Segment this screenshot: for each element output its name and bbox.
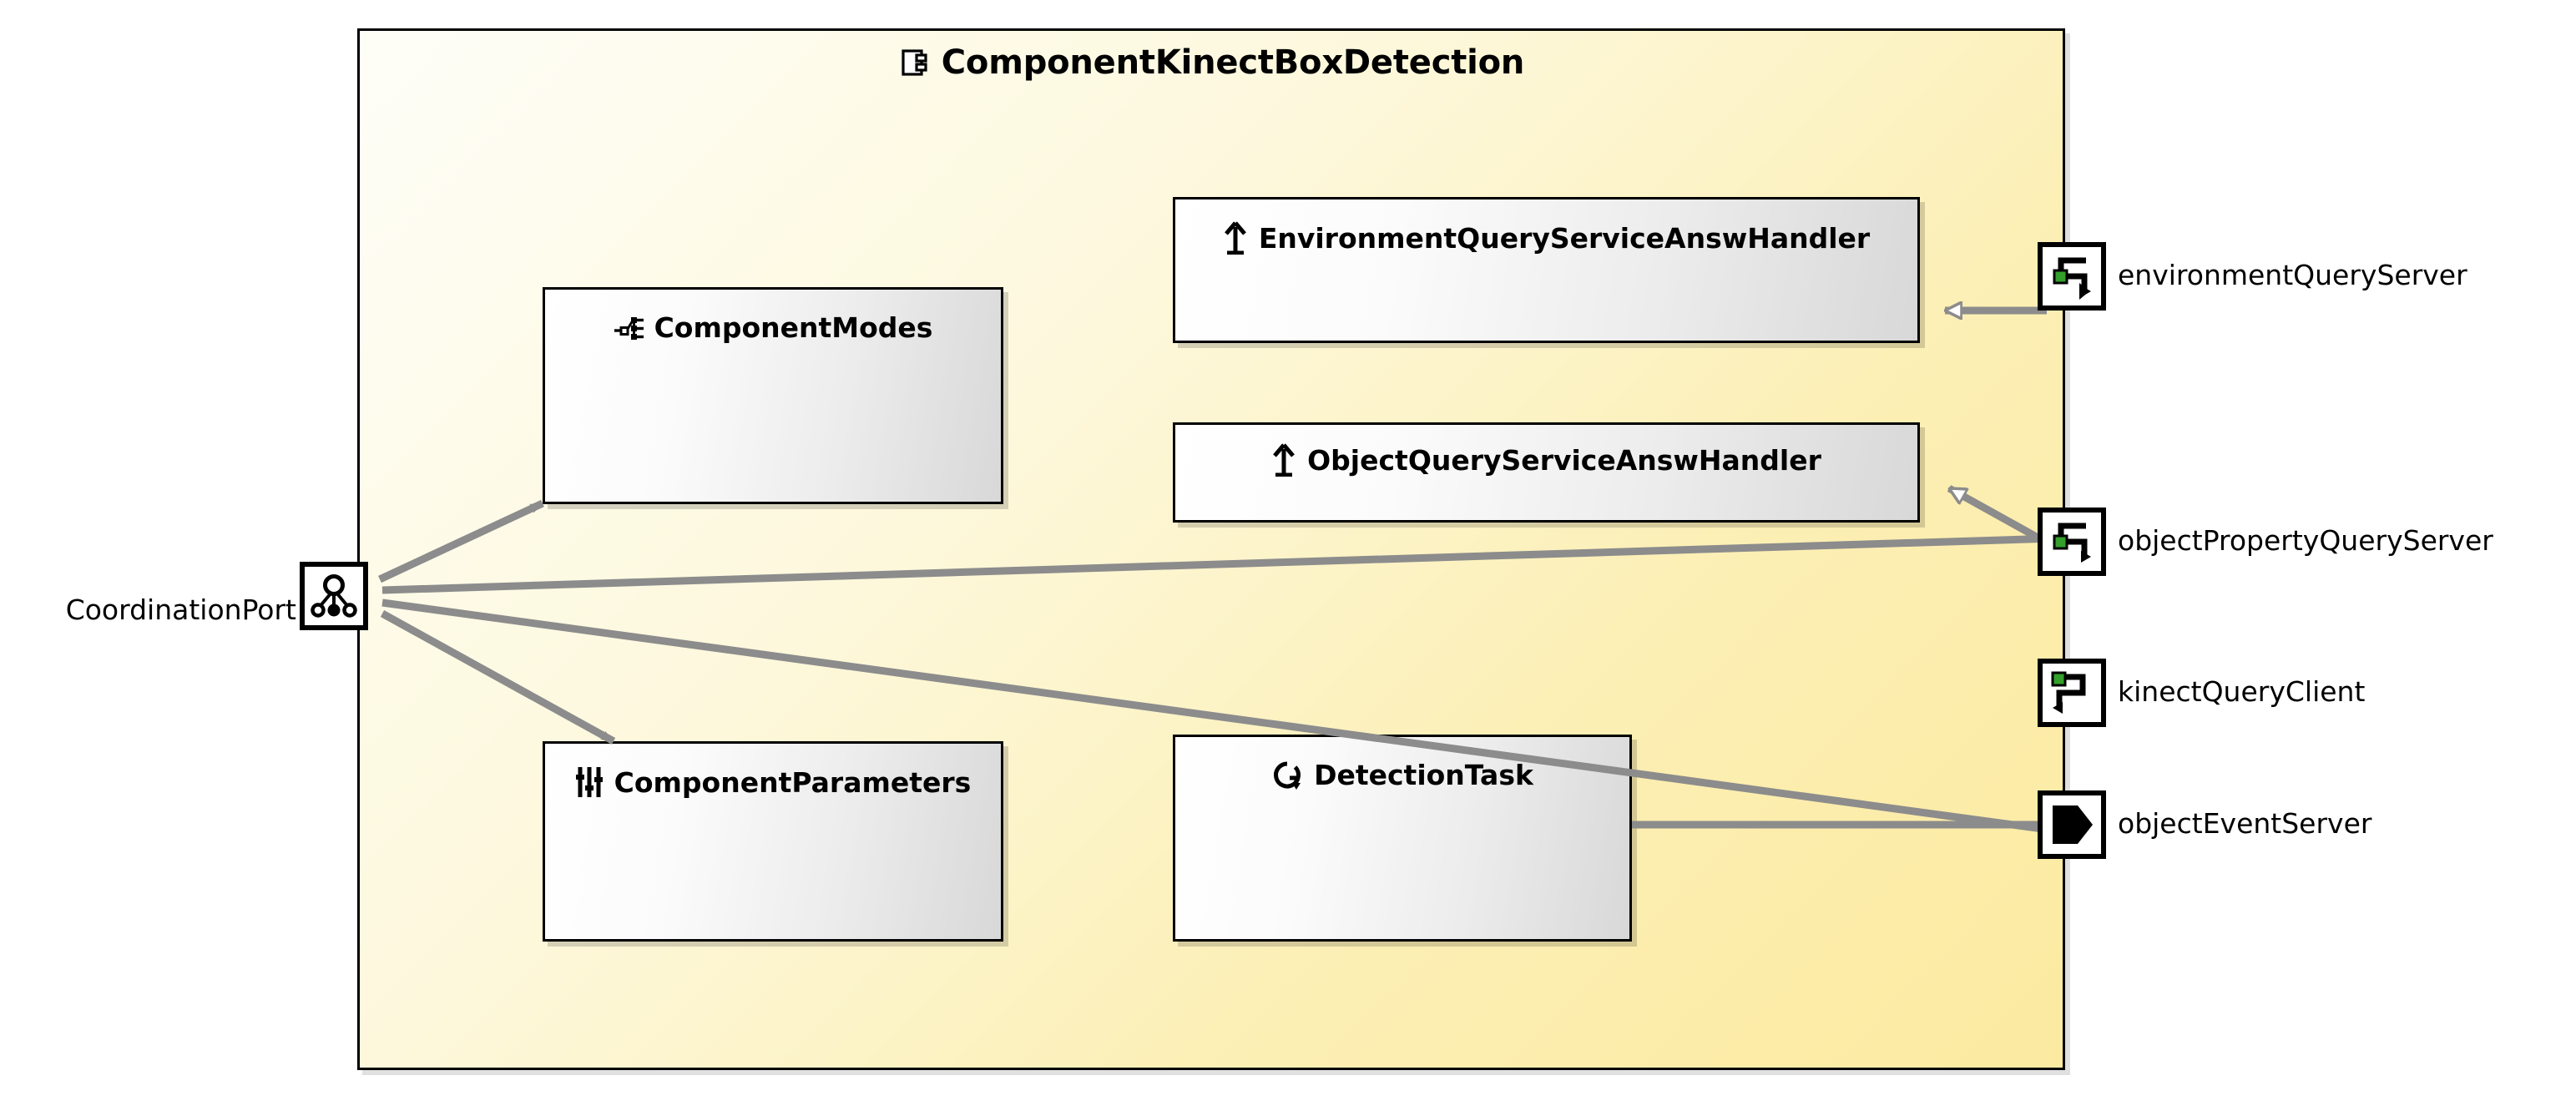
port-object-event-server-text: objectEventServer: [2118, 807, 2372, 840]
component-icon: [898, 47, 930, 78]
up-arrow-icon: [1223, 221, 1248, 255]
port-object-property-query-server-text: objectPropertyQueryServer: [2118, 524, 2493, 557]
task-loop-icon: [1271, 760, 1303, 791]
event-server-port-icon: [2048, 800, 2096, 849]
box-detection-task[interactable]: DetectionTask: [1173, 735, 1632, 942]
box-env-query-handler[interactable]: EnvironmentQueryServiceAnswHandler: [1173, 197, 1920, 343]
coordination-port[interactable]: [300, 562, 368, 630]
box-env-query-handler-text: EnvironmentQueryServiceAnswHandler: [1258, 221, 1871, 255]
port-object-event-server-label: objectEventServer: [2118, 807, 2371, 840]
port-environment-query-server[interactable]: [2038, 242, 2106, 311]
box-component-modes[interactable]: ComponentModes: [543, 287, 1003, 504]
box-env-query-handler-label: EnvironmentQueryServiceAnswHandler: [1175, 221, 1917, 255]
box-obj-query-handler-text: ObjectQueryServiceAnswHandler: [1307, 443, 1821, 477]
box-obj-query-handler[interactable]: ObjectQueryServiceAnswHandler: [1173, 422, 1920, 523]
port-kinect-query-client[interactable]: [2038, 659, 2106, 727]
connector-coordinationport-objecteventserver: [381, 598, 2056, 835]
coordination-port-label-text: CoordinationPort: [65, 593, 296, 626]
query-server-port-icon: [2048, 252, 2096, 300]
box-obj-query-handler-label: ObjectQueryServiceAnswHandler: [1175, 443, 1917, 477]
port-kinect-query-client-label: kinectQueryClient: [2118, 675, 2365, 708]
sliders-icon: [575, 765, 604, 799]
port-environment-query-server-label: environmentQueryServer: [2118, 259, 2467, 291]
port-kinect-query-client-text: kinectQueryClient: [2118, 675, 2366, 708]
box-component-parameters-text: ComponentParameters: [614, 765, 972, 799]
query-client-port-icon: [2048, 669, 2096, 717]
port-environment-query-server-text: environmentQueryServer: [2118, 259, 2467, 291]
box-component-parameters[interactable]: ComponentParameters: [543, 741, 1003, 942]
modes-icon: [614, 315, 644, 341]
box-component-modes-label: ComponentModes: [545, 311, 1001, 344]
page-title-text: ComponentKinectBoxDetection: [941, 43, 1525, 82]
port-object-property-query-server[interactable]: [2038, 508, 2106, 576]
connector-coordinationport-objectpropertyqueryserver: [381, 533, 2056, 594]
page-title: ComponentKinectBoxDetection: [357, 43, 2065, 82]
connector-objqueryhandler-objectpropertyqueryserver: [1949, 485, 2049, 546]
connector-coordinationport-componentparameters: [380, 610, 616, 745]
port-object-event-server[interactable]: [2038, 790, 2106, 859]
box-detection-task-text: DetectionTask: [1314, 759, 1533, 791]
connector-coordinationport-componentmodes: [378, 499, 544, 583]
query-server-port-icon: [2048, 518, 2096, 566]
coordination-port-label: CoordinationPort: [8, 593, 296, 626]
port-object-property-query-server-label: objectPropertyQueryServer: [2118, 524, 2493, 557]
up-arrow-icon: [1271, 443, 1296, 477]
box-detection-task-label: DetectionTask: [1175, 759, 1629, 791]
coordination-port-icon: [310, 572, 358, 620]
box-component-modes-text: ComponentModes: [654, 311, 933, 344]
box-component-parameters-label: ComponentParameters: [545, 765, 1001, 799]
